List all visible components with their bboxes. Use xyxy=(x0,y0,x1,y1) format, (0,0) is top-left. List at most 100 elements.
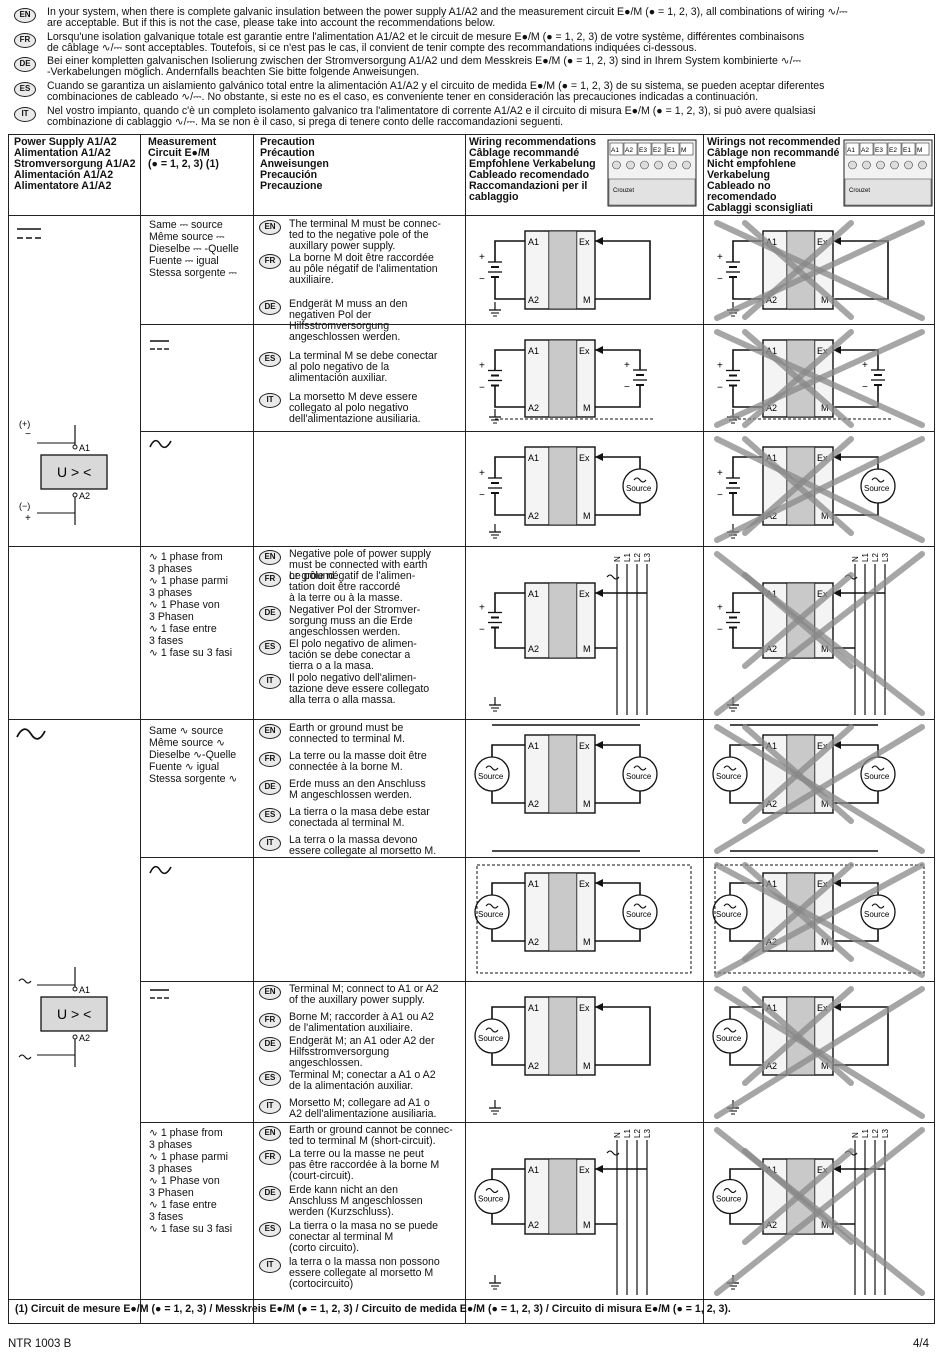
meas-phase-ac: ∿ 1 phase from 3 phases ∿ 1 phase parmi … xyxy=(149,1127,233,1235)
ac-symbol-icon xyxy=(149,439,172,449)
language-badge-fr: FR xyxy=(14,33,36,48)
language-badge-fr: FR xyxy=(259,254,281,269)
language-badge-en: EN xyxy=(14,8,36,23)
terminal-label: M xyxy=(681,147,686,154)
diagram-label: Ex xyxy=(579,589,590,599)
diagram-label: M xyxy=(583,937,591,947)
diagram-label: L3 xyxy=(643,1129,652,1138)
precaution-text: La morsetto M deve essere collegato al p… xyxy=(289,391,421,425)
diagram-label: Source xyxy=(626,484,652,493)
diagram-label: A1 xyxy=(528,237,539,247)
language-badge-it: IT xyxy=(259,674,281,689)
diagram-label: L1 xyxy=(861,1129,870,1138)
precaution-text: Erde muss an den Anschluss M angeschloss… xyxy=(289,778,426,801)
precaution-text: Negative pole of power supply must be co… xyxy=(289,548,431,582)
diagram-label: Ex xyxy=(817,589,828,599)
diagram-label: A1 xyxy=(766,453,777,463)
diagram-label: M xyxy=(821,799,829,809)
diagram-label: A2 xyxy=(528,644,539,654)
language-badge-it: IT xyxy=(259,1099,281,1114)
diagram-label: N xyxy=(851,1132,860,1138)
terminal-label: A2 xyxy=(625,147,633,154)
diagram-label: N xyxy=(851,556,860,562)
diagram-label: + xyxy=(717,468,723,479)
terminal-label: A1 xyxy=(847,147,855,154)
diagram-label: + xyxy=(25,513,31,524)
precaution-it: IT La morsetto M deve essere collegato al… xyxy=(259,392,484,432)
diagram-label: + xyxy=(479,468,485,479)
diagram-label: A1 xyxy=(528,453,539,463)
diagram-label: Ex xyxy=(817,453,828,463)
diagram-label: N xyxy=(613,556,622,562)
precaution-text: Il polo negativo dell'alimen- tazione de… xyxy=(289,672,430,706)
diagram-label: + xyxy=(479,603,485,614)
diagram-label: M xyxy=(821,937,829,947)
terminal-label: E2 xyxy=(653,147,661,154)
diagram-label: M xyxy=(583,1220,591,1230)
diagram-label: M xyxy=(821,511,829,521)
intro-text: In your system, when there is complete g… xyxy=(47,6,848,29)
terminal-label: A1 xyxy=(611,147,619,154)
diagram-label: A2 xyxy=(528,511,539,521)
supply-device-diagram: A1U > <A2 xyxy=(18,967,108,1067)
language-badge-fr: FR xyxy=(259,572,281,587)
diagram-label: Source xyxy=(478,1034,504,1043)
diagram-label: A1 xyxy=(528,879,539,889)
diagram-label: Source xyxy=(716,1034,742,1043)
diagram-label: + xyxy=(862,360,868,371)
diagram-label: A2 xyxy=(766,937,777,947)
diagram-label: L2 xyxy=(633,1129,642,1138)
document-code: NTR 1003 B xyxy=(8,1338,72,1350)
svg-text:Crouzet: Crouzet xyxy=(613,188,634,194)
diagram-label: M xyxy=(821,403,829,413)
precaution-text: Endgerät M; an A1 oder A2 der Hilfsstrom… xyxy=(289,1035,435,1069)
precaution-it: IT Il polo negativo dell'alimen- tazione … xyxy=(259,673,484,713)
language-badge-it: IT xyxy=(14,107,36,122)
diagram-label: A2 xyxy=(528,403,539,413)
precaution-text: Negativer Pol der Stromver- sorgung muss… xyxy=(289,604,421,638)
ac-symbol-icon xyxy=(149,865,172,875)
header-measurement: Measurement Circuit E●/M (● = 1, 2, 3) (… xyxy=(148,136,219,170)
precaution-text: La terra o la massa devono essere colleg… xyxy=(289,834,437,857)
diagram-label: + xyxy=(717,361,723,372)
supply-device-diagram: A1U > <A2(+)−(−)+ xyxy=(19,419,108,525)
language-badge-fr: FR xyxy=(259,752,281,767)
diagram-label: A1 xyxy=(766,1003,777,1013)
dc-symbol-icon xyxy=(17,228,41,239)
meas-same-dc: Same ⎓ source Même source ⎓ Dieselbe ⎓ -… xyxy=(149,219,239,279)
header-not-recommended: Wirings not recommended Câblage non reco… xyxy=(707,136,841,214)
precaution-text: The terminal M must be connec- ted to th… xyxy=(289,218,441,252)
diagram-label: A2 xyxy=(79,491,90,501)
diagram-label: A2 xyxy=(766,295,777,305)
diagram-label: L1 xyxy=(623,553,632,562)
diagram-label: Ex xyxy=(579,879,590,889)
diagram-label: Source xyxy=(716,772,742,781)
page-number: 4/4 xyxy=(913,1338,929,1350)
diagram-label: Ex xyxy=(579,453,590,463)
language-badge-it: IT xyxy=(259,393,281,408)
